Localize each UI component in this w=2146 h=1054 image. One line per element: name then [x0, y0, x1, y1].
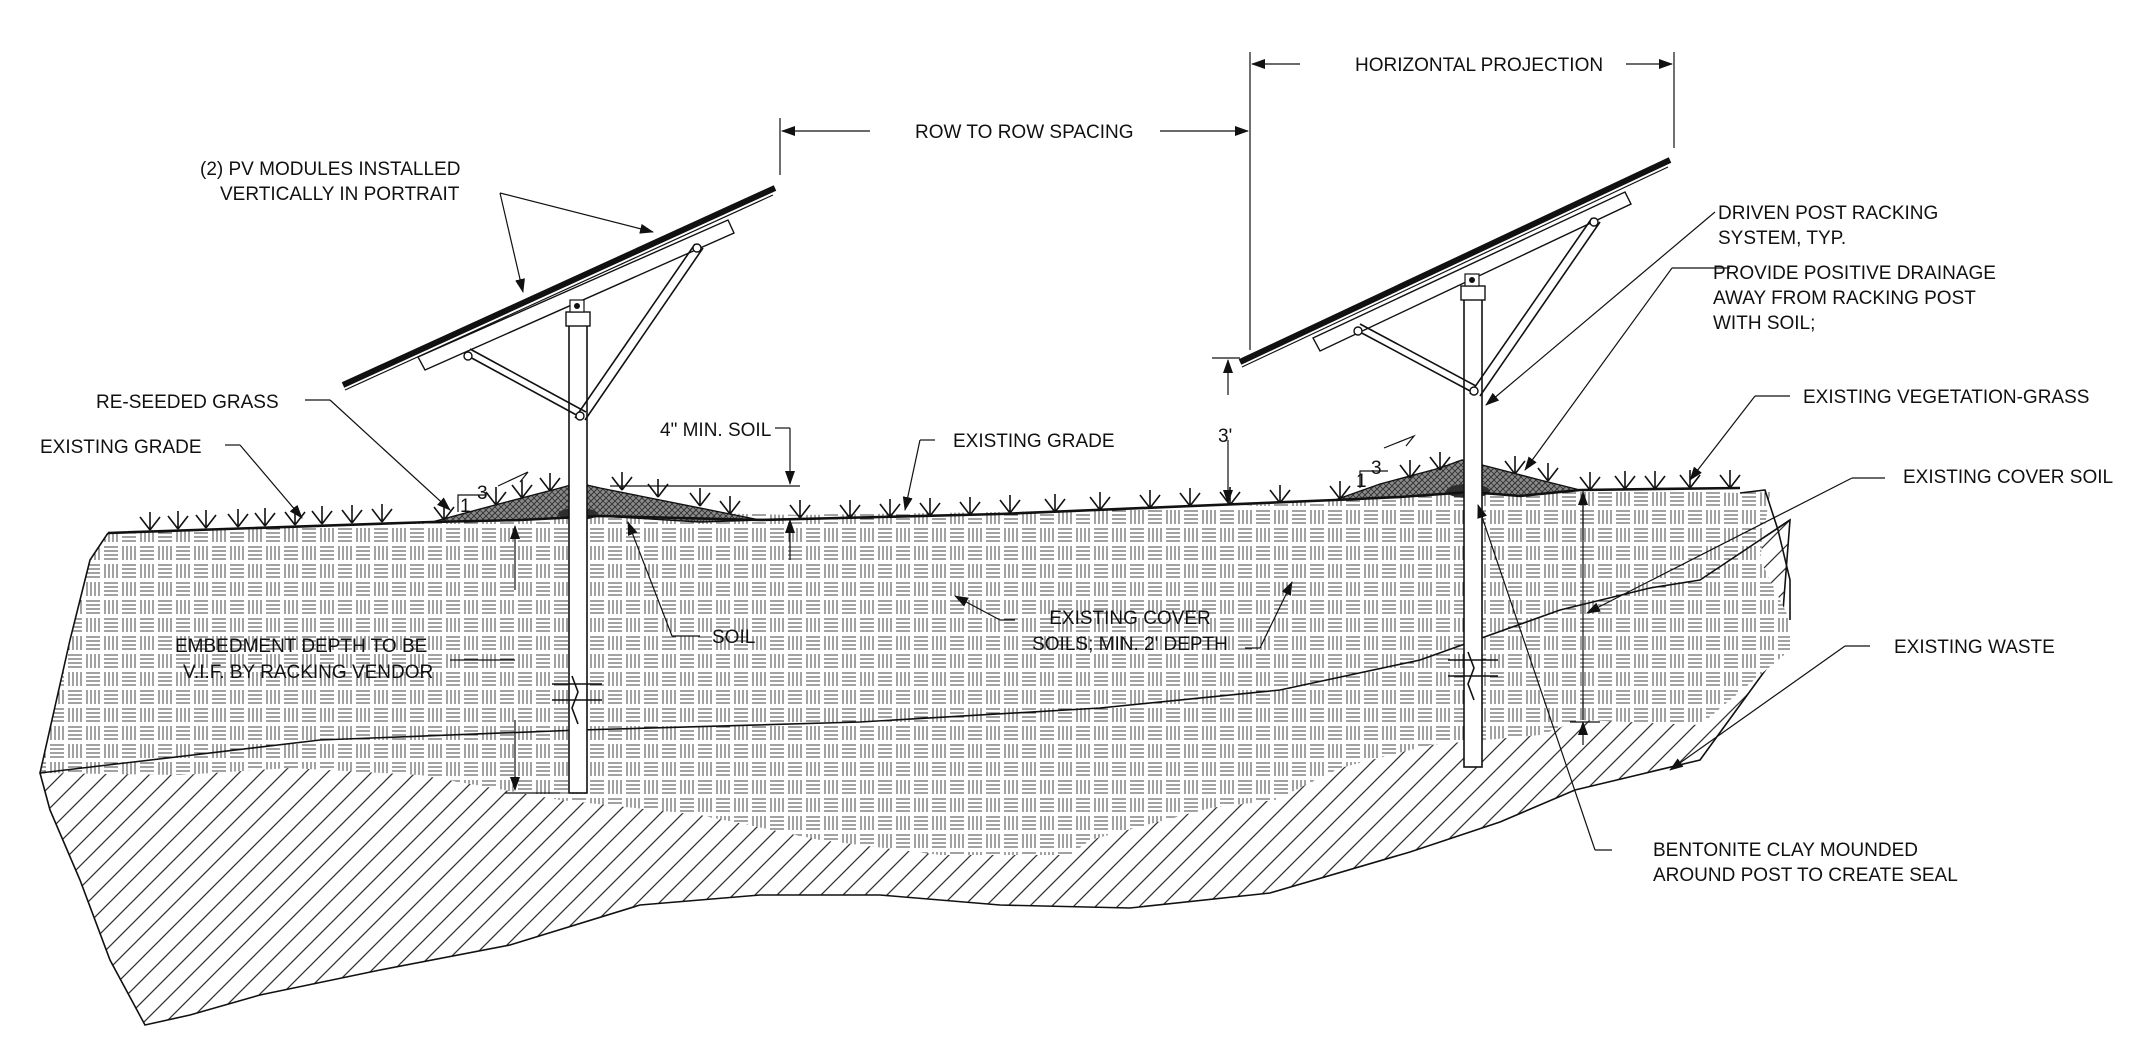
cover-soil-right-edge [1739, 489, 1791, 620]
positive-drainage-label-line2: AWAY FROM RACKING POST [1713, 288, 1976, 309]
embedment-label-line2: V.I.F. BY RACKING VENDOR [183, 662, 433, 683]
existing-grade-left-label: EXISTING GRADE [40, 437, 202, 458]
bentonite-label-line2: AROUND POST TO CREATE SEAL [1653, 865, 1958, 886]
left-pv-module [341, 185, 777, 388]
left-slope-symbol [457, 471, 529, 512]
row-to-row-spacing-label: ROW TO ROW SPACING [915, 122, 1134, 143]
pv-modules-label-line2: VERTICALLY IN PORTRAIT [220, 184, 460, 205]
left-racking-system [341, 185, 777, 794]
right-strut-diagonal [1469, 217, 1593, 395]
slope-left-rise: 1 [460, 496, 471, 517]
slope-left-run: 3 [477, 483, 488, 504]
existing-waste-label: EXISTING WASTE [1894, 637, 2055, 658]
horizontal-projection-dimension [1251, 52, 1675, 148]
driven-post-label-line1: DRIVEN POST RACKING [1718, 203, 1938, 224]
right-strut-lower [1357, 330, 1473, 393]
embedment-depth-dimension [450, 525, 560, 794]
slope-right-run: 3 [1371, 458, 1382, 479]
right-module-rail [1312, 191, 1632, 352]
existing-grade-line [107, 486, 1741, 535]
existing-vegetation-label: EXISTING VEGETATION-GRASS [1803, 387, 2089, 408]
left-strut-lower [467, 355, 583, 419]
driven-post-label-line2: SYSTEM, TYP. [1718, 228, 1846, 249]
existing-cover-soil-label: EXISTING COVER SOIL [1903, 467, 2113, 488]
existing-grade-mid-label: EXISTING GRADE [953, 431, 1115, 452]
min-soil-label: 4" MIN. SOIL [660, 420, 771, 441]
left-module-rail [417, 219, 735, 371]
row-to-row-dimension [779, 52, 1251, 350]
height-3ft-label: 3' [1218, 426, 1232, 447]
right-post-cap [1460, 285, 1486, 301]
height-3ft-dimension [1212, 357, 1240, 504]
positive-drainage-label-line3: WITH SOIL; [1713, 313, 1815, 334]
right-slope-symbol [1359, 434, 1416, 488]
right-racking-system [1238, 157, 1672, 768]
horizontal-projection-label: HORIZONTAL PROJECTION [1355, 55, 1603, 76]
right-pv-module [1238, 157, 1672, 365]
cover-soils-label-line1: EXISTING COVER [1049, 608, 1211, 629]
embedment-label-line1: EMBEDMENT DEPTH TO BE [175, 636, 427, 657]
cover-soil-left-edge [39, 532, 109, 774]
cover-soil-hatch [40, 460, 1790, 855]
right-break-symbol [1448, 651, 1498, 701]
bentonite-label-line1: BENTONITE CLAY MOUNDED [1653, 840, 1918, 861]
left-break-symbol [552, 675, 602, 725]
cover-waste-boundary [39, 519, 1791, 774]
left-post-cap [565, 311, 591, 327]
reseeded-grass-label: RE-SEEDED GRASS [96, 392, 279, 413]
soil-label: SOIL [712, 627, 755, 648]
cover-soil-depth-dimension [1570, 490, 1600, 745]
min-soil-dimension [610, 427, 800, 560]
cover-soils-label-line2: SOILS; MIN. 2' DEPTH [1032, 634, 1228, 655]
left-strut-diagonal [574, 243, 696, 419]
leader-lines [225, 192, 1885, 851]
slope-right-rise: 1 [1356, 471, 1367, 492]
positive-drainage-label-line1: PROVIDE POSITIVE DRAINAGE [1713, 263, 1996, 284]
pv-modules-label-line1: (2) PV MODULES INSTALLED [200, 159, 460, 180]
